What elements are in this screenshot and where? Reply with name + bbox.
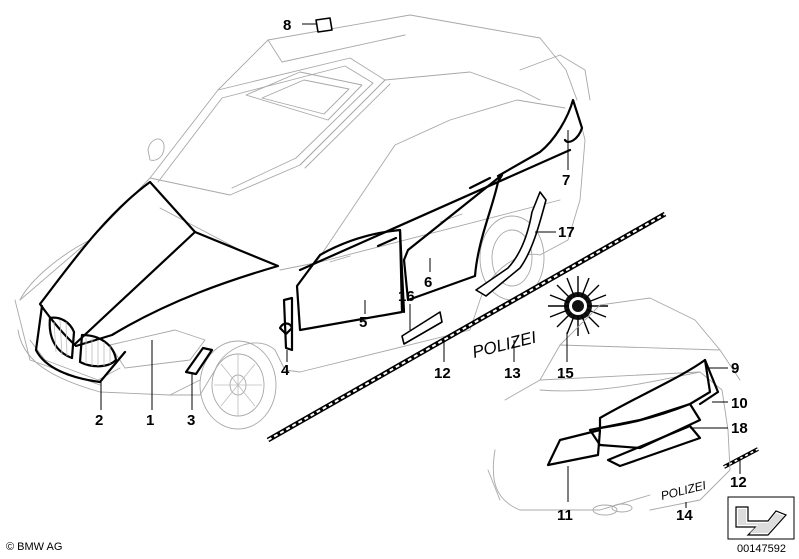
fender-emblem xyxy=(278,322,294,336)
callout-15: 15 xyxy=(557,365,574,382)
kidney-grille xyxy=(48,316,118,368)
front-bumper-film xyxy=(34,304,127,384)
trunk-trim xyxy=(588,402,702,450)
hood-stripe xyxy=(73,230,197,346)
rear-door-film xyxy=(402,173,504,302)
copyright-label: © BMW AG xyxy=(6,541,63,553)
police-star-emblem xyxy=(548,276,608,336)
tail-light-trim-right xyxy=(698,358,720,406)
rear-bumper-film xyxy=(606,424,702,468)
polizei-decal-large: POLIZEI xyxy=(470,328,538,362)
side-strip xyxy=(298,148,572,272)
callout-7: 7 xyxy=(562,172,570,189)
rear-arch-trim-part xyxy=(475,191,547,297)
sedan-illustration xyxy=(14,14,591,430)
front-door-handle xyxy=(376,236,398,248)
hood-film xyxy=(38,180,280,348)
callout-9: 9 xyxy=(731,360,739,377)
long-stripe-part xyxy=(266,211,667,443)
sill-strip-part xyxy=(401,311,443,345)
tail-light-trim-left xyxy=(546,428,602,467)
callout-4: 4 xyxy=(281,362,290,379)
b-pillar-film xyxy=(398,228,406,314)
callout-10: 10 xyxy=(731,395,748,412)
callout-6: 6 xyxy=(424,274,432,291)
arrow-icon[interactable] xyxy=(727,496,795,540)
callout-8: 8 xyxy=(283,17,291,34)
callout-3: 3 xyxy=(187,412,195,429)
rear-door-handle xyxy=(468,176,492,190)
callout-12-bottom: 12 xyxy=(730,474,747,491)
callout-13: 13 xyxy=(504,365,521,382)
callout-17: 17 xyxy=(558,224,575,241)
callout-1: 1 xyxy=(146,412,154,429)
fuel-cap-film xyxy=(315,17,333,33)
leader-lines xyxy=(100,23,741,508)
callout-16: 16 xyxy=(398,288,415,305)
callout-14: 14 xyxy=(676,507,693,524)
front-side-marker xyxy=(184,346,214,376)
callout-11: 11 xyxy=(557,507,573,524)
document-number: 00147592 xyxy=(737,543,786,555)
callout-5: 5 xyxy=(359,314,367,331)
callout-2: 2 xyxy=(95,412,103,429)
callout-12-top: 12 xyxy=(434,365,451,382)
rear-quarter-film xyxy=(496,98,584,178)
callout-18: 18 xyxy=(731,420,748,437)
trunk-lid-film xyxy=(598,358,712,430)
rear-view-illustration xyxy=(487,297,741,516)
